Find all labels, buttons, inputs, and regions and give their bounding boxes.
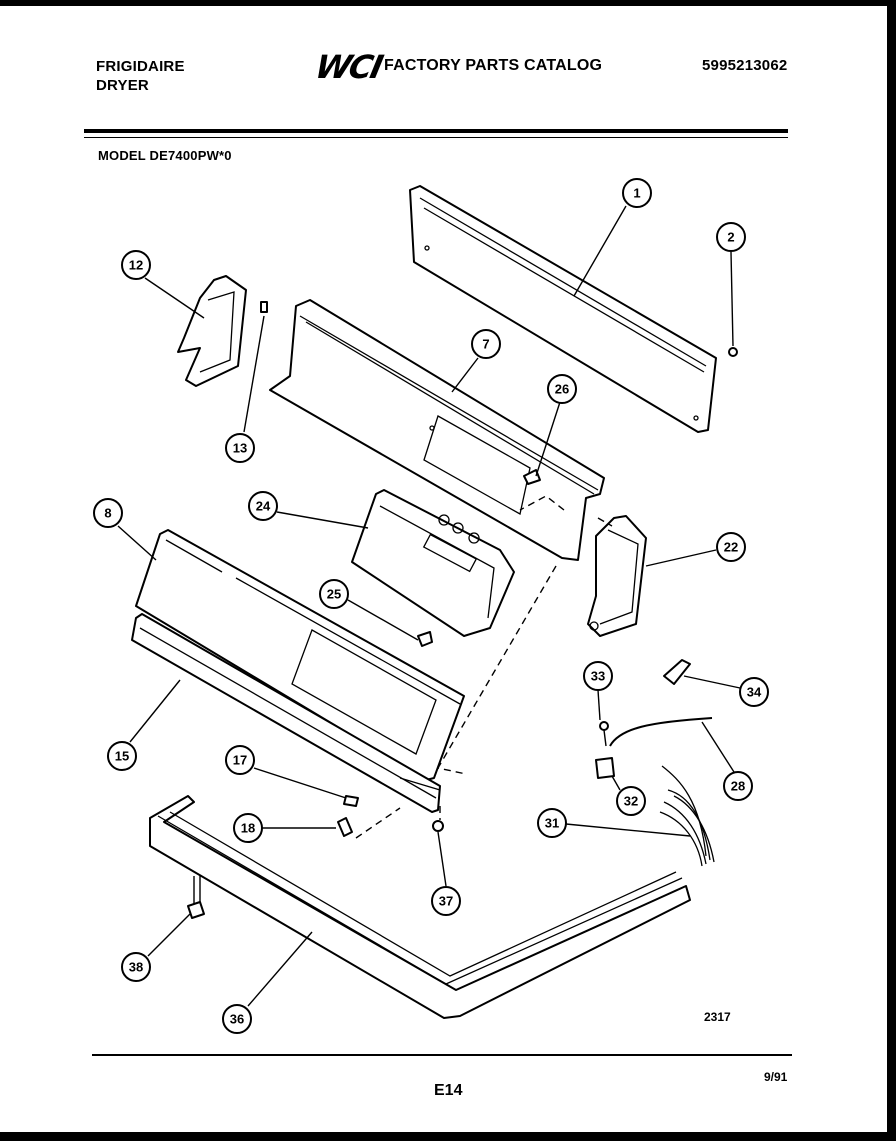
callout-12-label: 12	[129, 258, 143, 273]
page-code: E14	[434, 1082, 463, 1099]
callout-31: 31	[537, 808, 567, 838]
callout-7: 7	[471, 329, 501, 359]
part-1-rear-panel	[409, 185, 717, 433]
part-33-screw	[599, 721, 609, 747]
callout-26-label: 26	[555, 382, 569, 397]
callout-17-label: 17	[233, 753, 247, 768]
drawing-number: 2317	[704, 1010, 731, 1024]
callout-17: 17	[225, 745, 255, 775]
callout-13-label: 13	[233, 441, 247, 456]
callout-32-label: 32	[624, 794, 638, 809]
callout-24: 24	[248, 491, 278, 521]
part-13-clip	[243, 301, 268, 433]
callout-25-label: 25	[327, 587, 341, 602]
part-28-wire	[609, 717, 713, 747]
part-15-trim	[131, 613, 441, 813]
part-32-bracket	[595, 757, 615, 779]
callout-25: 25	[319, 579, 349, 609]
callout-12: 12	[121, 250, 151, 280]
part-8-console-panel	[135, 529, 465, 781]
callout-15: 15	[107, 741, 137, 771]
callout-2-label: 2	[727, 230, 734, 245]
part-17-screw	[343, 795, 359, 807]
part-18-screw	[337, 817, 353, 837]
callout-2: 2	[716, 222, 746, 252]
part-31-harness	[659, 765, 715, 867]
part-25-screw	[417, 631, 433, 647]
brand-block: FRIGIDAIRE DRYER	[96, 57, 185, 95]
footer-rule	[92, 1054, 792, 1056]
callout-18: 18	[233, 813, 263, 843]
callout-34-label: 34	[747, 685, 762, 700]
callout-32: 32	[616, 786, 646, 816]
callout-37-label: 37	[439, 894, 453, 909]
part-22-end-cap	[587, 515, 647, 637]
callout-38: 38	[121, 952, 151, 982]
part-2-screw	[728, 347, 738, 357]
leader-lines	[117, 205, 741, 1007]
callout-22-label: 22	[724, 540, 738, 555]
callout-22: 22	[716, 532, 746, 562]
date-code: 9/91	[764, 1070, 788, 1084]
callout-7-label: 7	[482, 337, 489, 352]
assembly-guides	[355, 495, 613, 839]
header-rule-thin	[84, 137, 788, 138]
callout-38-label: 38	[129, 960, 143, 975]
part-38-foot	[187, 876, 205, 919]
part-37-screw	[432, 820, 444, 832]
callout-28-label: 28	[731, 779, 745, 794]
catalog-title: FACTORY PARTS CATALOG	[384, 57, 603, 74]
part-12-end-bracket	[177, 275, 247, 387]
callout-1: 1	[622, 178, 652, 208]
callout-13: 13	[225, 433, 255, 463]
callout-34: 34	[739, 677, 769, 707]
bottom-border	[0, 1132, 896, 1141]
part-26-screw	[523, 469, 541, 485]
callout-36: 36	[222, 1004, 252, 1034]
callout-1-label: 1	[633, 186, 640, 201]
right-border	[887, 0, 896, 1141]
callout-33-label: 33	[591, 669, 605, 684]
appliance-type: DRYER	[96, 77, 149, 94]
part-24-control-box	[351, 489, 515, 637]
callout-15-label: 15	[115, 749, 129, 764]
catalog-number: 5995213062	[702, 57, 788, 74]
callout-31-label: 31	[545, 816, 559, 831]
top-border	[0, 0, 896, 6]
callout-18-label: 18	[241, 821, 255, 836]
callout-26: 26	[547, 374, 577, 404]
brand-name: FRIGIDAIRE	[96, 58, 185, 75]
model-number: MODEL DE7400PW*0	[98, 148, 232, 163]
callout-36-label: 36	[230, 1012, 244, 1027]
part-36-base-frame	[149, 795, 691, 1019]
callout-33: 33	[583, 661, 613, 691]
callout-37: 37	[431, 886, 461, 916]
callout-8-label: 8	[104, 506, 111, 521]
part-34-clip	[663, 659, 691, 685]
part-7-control-frame	[269, 299, 605, 561]
callout-8: 8	[93, 498, 123, 528]
callout-28: 28	[723, 771, 753, 801]
header-rule	[84, 129, 788, 133]
callout-24-label: 24	[256, 499, 271, 514]
